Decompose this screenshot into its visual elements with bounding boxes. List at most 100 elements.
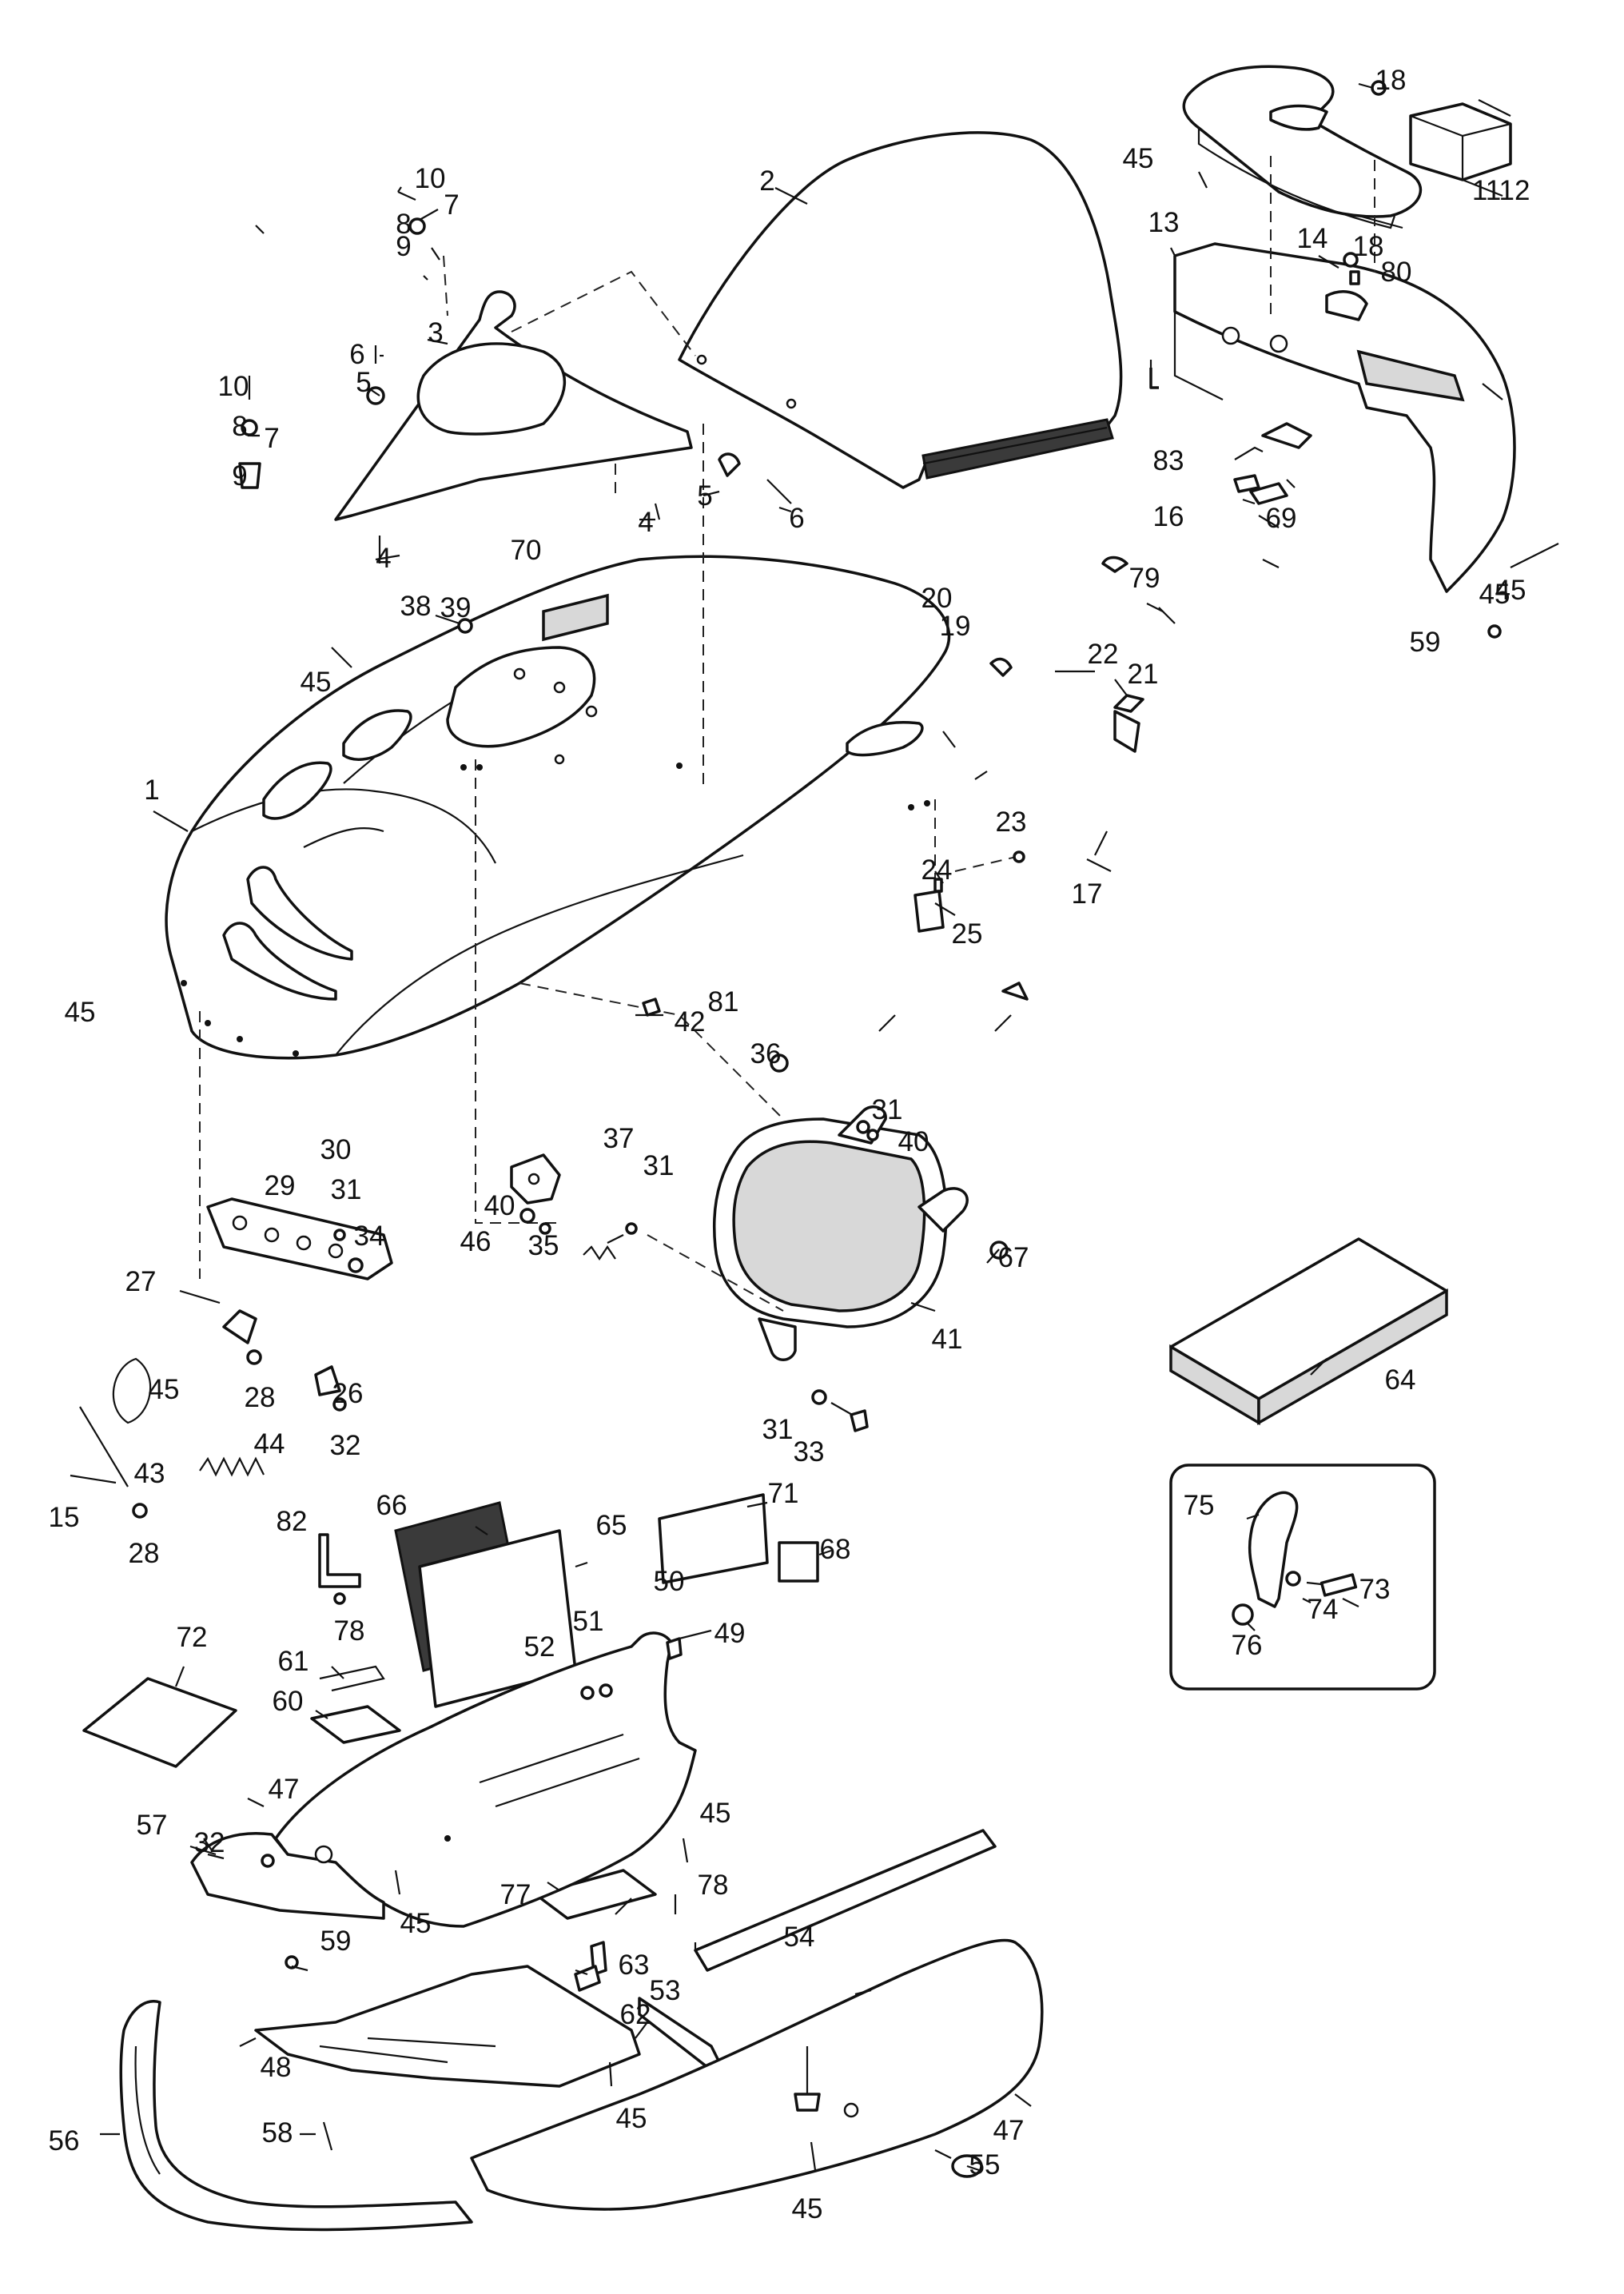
callout-c20: 20 <box>921 583 953 614</box>
callout-c30: 30 <box>320 1134 352 1165</box>
callout-c27: 27 <box>125 1266 157 1297</box>
callout-c41: 41 <box>932 1324 963 1355</box>
callout-c59a: 59 <box>1410 627 1441 658</box>
callout-c5b: 5 <box>697 480 712 512</box>
callout-c38: 38 <box>400 591 432 622</box>
callout-c32b: 32 <box>194 1827 225 1858</box>
callout-c10b: 10 <box>218 371 249 402</box>
windshield <box>678 131 1123 489</box>
callout-c68: 68 <box>820 1534 851 1565</box>
callout-c16: 16 <box>1153 501 1184 532</box>
leaders <box>100 82 1511 2172</box>
callout-c42: 42 <box>675 1006 706 1037</box>
side-bracket <box>638 1997 721 2072</box>
callout-c6b: 6 <box>789 503 804 534</box>
callout-c52: 52 <box>524 1631 555 1663</box>
callout-c10a: 10 <box>415 163 446 194</box>
callout-c45f: 45 <box>700 1798 731 1829</box>
callout-c76: 76 <box>1232 1630 1263 1661</box>
callout-c32a: 32 <box>330 1430 361 1461</box>
callout-c56: 56 <box>49 2125 80 2157</box>
callout-c53: 53 <box>650 1975 681 2006</box>
callout-c36: 36 <box>750 1038 782 1069</box>
springs <box>112 1245 616 1477</box>
callout-c1: 1 <box>144 775 159 806</box>
callout-c74: 74 <box>1308 1594 1339 1625</box>
callout-c57: 57 <box>137 1810 168 1841</box>
callout-c80: 80 <box>1381 257 1412 288</box>
callout-c9b: 9 <box>232 460 247 492</box>
callout-c18b: 18 <box>1353 231 1384 262</box>
callout-c31d: 31 <box>762 1414 794 1445</box>
latch <box>510 1153 561 1205</box>
callout-c14: 14 <box>1297 223 1328 254</box>
callout-c7a: 7 <box>444 189 459 221</box>
assembly-lines <box>199 156 1375 1312</box>
callout-c61: 61 <box>278 1646 309 1677</box>
callout-c45i: 45 <box>792 2193 823 2224</box>
callout-c15: 15 <box>49 1502 80 1533</box>
callout-c79: 79 <box>1129 563 1160 594</box>
callout-c45b: 45 <box>1479 579 1511 610</box>
callout-c54: 54 <box>784 1922 815 1953</box>
callout-c77: 77 <box>500 1879 531 1910</box>
callout-c65: 65 <box>596 1510 627 1541</box>
callout-c47b: 47 <box>993 2115 1025 2146</box>
belly-pan <box>190 1631 697 1928</box>
console-frame <box>1173 242 1516 593</box>
callout-c4a: 4 <box>638 507 653 538</box>
callout-c3: 3 <box>428 317 443 348</box>
floor-plate <box>254 1965 641 2088</box>
callout-c43: 43 <box>134 1458 165 1489</box>
callout-c39: 39 <box>440 592 472 623</box>
callout-c62: 62 <box>620 1999 651 2030</box>
callout-c7b: 7 <box>264 423 279 454</box>
callout-c29: 29 <box>265 1170 296 1201</box>
dash-cover <box>334 290 693 521</box>
callout-c19: 19 <box>940 611 971 642</box>
callout-c51: 51 <box>573 1606 604 1637</box>
callout-c12: 12 <box>1499 175 1530 206</box>
side-panel <box>470 1938 1044 2211</box>
callout-c33: 33 <box>794 1436 825 1468</box>
callout-numbers: 1234455667788991010111213141516171818192… <box>49 65 1530 2224</box>
callout-c60: 60 <box>273 1686 304 1717</box>
callout-c45d: 45 <box>65 997 96 1028</box>
small-plates <box>310 1665 657 1920</box>
callout-c40b: 40 <box>898 1126 929 1157</box>
callout-c35: 35 <box>528 1230 559 1261</box>
callout-c47a: 47 <box>269 1774 300 1805</box>
callout-c64: 64 <box>1385 1364 1416 1396</box>
callout-c50: 50 <box>654 1566 685 1597</box>
callout-c67: 67 <box>998 1242 1029 1273</box>
callout-c24: 24 <box>921 854 953 886</box>
callout-c4b: 4 <box>376 543 391 574</box>
callout-c45h: 45 <box>616 2103 647 2134</box>
callout-c31b: 31 <box>872 1094 903 1125</box>
foam-block <box>1409 102 1512 181</box>
callout-c45e: 45 <box>149 1374 180 1405</box>
callout-c46: 46 <box>460 1226 492 1257</box>
callout-c31a: 31 <box>331 1174 362 1205</box>
callout-c45g: 45 <box>400 1908 432 1939</box>
callout-c37: 37 <box>603 1123 635 1154</box>
callout-c2: 2 <box>759 165 774 197</box>
trim-rail <box>694 1829 997 1972</box>
callout-c8b: 8 <box>232 411 247 442</box>
callout-c25: 25 <box>952 918 983 950</box>
callout-c83: 83 <box>1153 445 1184 476</box>
callout-c63: 63 <box>619 1950 650 1981</box>
hardware <box>70 80 1559 2159</box>
callout-c40a: 40 <box>484 1190 515 1221</box>
callout-c72: 72 <box>177 1622 208 1653</box>
callout-c28b: 28 <box>129 1538 160 1569</box>
callout-c59b: 59 <box>320 1926 352 1957</box>
callout-c71: 71 <box>768 1478 799 1509</box>
callout-c6a: 6 <box>349 339 364 370</box>
front-bumper <box>119 2000 473 2232</box>
hood <box>165 555 951 1060</box>
callout-c34: 34 <box>354 1221 385 1252</box>
callout-c28a: 28 <box>245 1382 276 1413</box>
bumper-bracket <box>206 1197 393 1280</box>
